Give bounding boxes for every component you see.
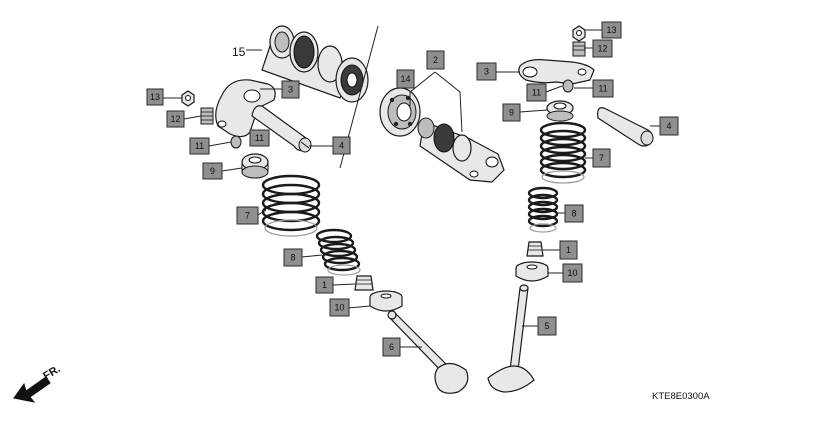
svg-text:8: 8 [571,209,576,219]
leader-lines [163,29,660,348]
label-12-left: 12 [166,110,185,128]
label-13-left: 13 [146,88,164,106]
rocker-arm-left [215,79,276,138]
svg-text:13: 13 [150,92,160,102]
label-11-right-b: 11 [592,79,614,98]
svg-text:9: 9 [210,166,215,176]
rocker-shaft-right [597,107,654,147]
outer-valve-spring-right [539,121,587,184]
svg-text:4: 4 [339,141,344,151]
label-9-left: 9 [202,162,223,180]
inner-valve-spring-right [527,186,559,233]
svg-text:13: 13 [606,25,616,35]
spring-retainer-left [241,153,269,179]
svg-text:10: 10 [567,268,577,278]
spring-seat-left [369,290,403,312]
svg-text:7: 7 [245,211,250,221]
valve-cotter-right [562,79,574,93]
label-15: 15 [232,45,246,59]
leader-14-bracket [409,71,436,106]
label-13-right: 13 [601,21,622,39]
inner-valve-spring-left [315,228,361,276]
svg-text:12: 12 [597,44,607,54]
svg-text:2: 2 [433,55,438,65]
rocker-arm-right [518,59,595,85]
svg-text:8: 8 [290,253,295,263]
spring-retainer-right [546,100,574,122]
spring-seat-right [515,261,549,282]
svg-text:11: 11 [598,84,607,94]
svg-text:1: 1 [322,280,327,290]
label-11-right-a: 11 [526,83,547,102]
label-5: 5 [537,316,557,336]
svg-text:10: 10 [334,303,344,313]
svg-text:11: 11 [195,141,204,151]
svg-text:1: 1 [566,245,571,255]
svg-text:11: 11 [532,88,541,98]
rocker-shaft-left [251,105,312,153]
valve-adjusting-screw-right [572,41,586,57]
valve-cotter-left [230,135,242,149]
label-14: 14 [396,69,415,89]
label-7-left: 7 [236,206,259,225]
svg-text:4: 4 [666,121,671,131]
exhaust-valve [387,310,469,394]
label-2: 2 [426,50,445,70]
label-6: 6 [382,337,401,357]
svg-text:15: 15 [232,45,246,59]
camshaft-assembly-15 [261,25,369,103]
svg-text:11: 11 [255,133,264,143]
valve-stem-seal-right [526,241,544,257]
label-11-left-b: 11 [249,129,270,147]
valve-adjusting-screw-left [200,107,214,125]
label-8-right: 8 [564,204,584,223]
valve-stem-seal-left [354,275,374,291]
svg-text:12: 12 [170,114,180,124]
outer-valve-spring-left [261,174,321,237]
label-1-left: 1 [315,276,334,294]
svg-text:9: 9 [509,108,514,118]
label-8-left: 8 [283,248,303,267]
label-3-right: 3 [476,62,497,81]
front-direction-arrow: FR. [13,363,63,403]
figure-code: KTE8E0300A [652,391,710,402]
label-3-left: 3 [281,80,300,99]
label-10-right: 10 [562,263,583,283]
camshaft-2 [417,117,505,183]
label-4-left: 4 [332,136,351,155]
intake-valve [487,284,535,393]
label-12-right: 12 [592,39,613,58]
valve-adjuster-nut-right [572,25,586,42]
svg-text:6: 6 [389,342,394,352]
valve-adjuster-nut-left [181,90,195,107]
leader-2-bracket [434,71,463,133]
label-1-right: 1 [559,240,578,260]
label-10-left: 10 [329,298,350,317]
svg-text:5: 5 [544,321,549,331]
svg-text:14: 14 [400,74,410,84]
svg-text:3: 3 [288,85,293,95]
svg-text:3: 3 [484,67,489,77]
label-9-right: 9 [502,103,521,122]
label-4-right: 4 [659,116,679,136]
label-7-right: 7 [592,148,611,168]
bearing-14 [379,87,421,137]
svg-text:7: 7 [599,153,604,163]
label-11-left-a: 11 [189,137,210,155]
